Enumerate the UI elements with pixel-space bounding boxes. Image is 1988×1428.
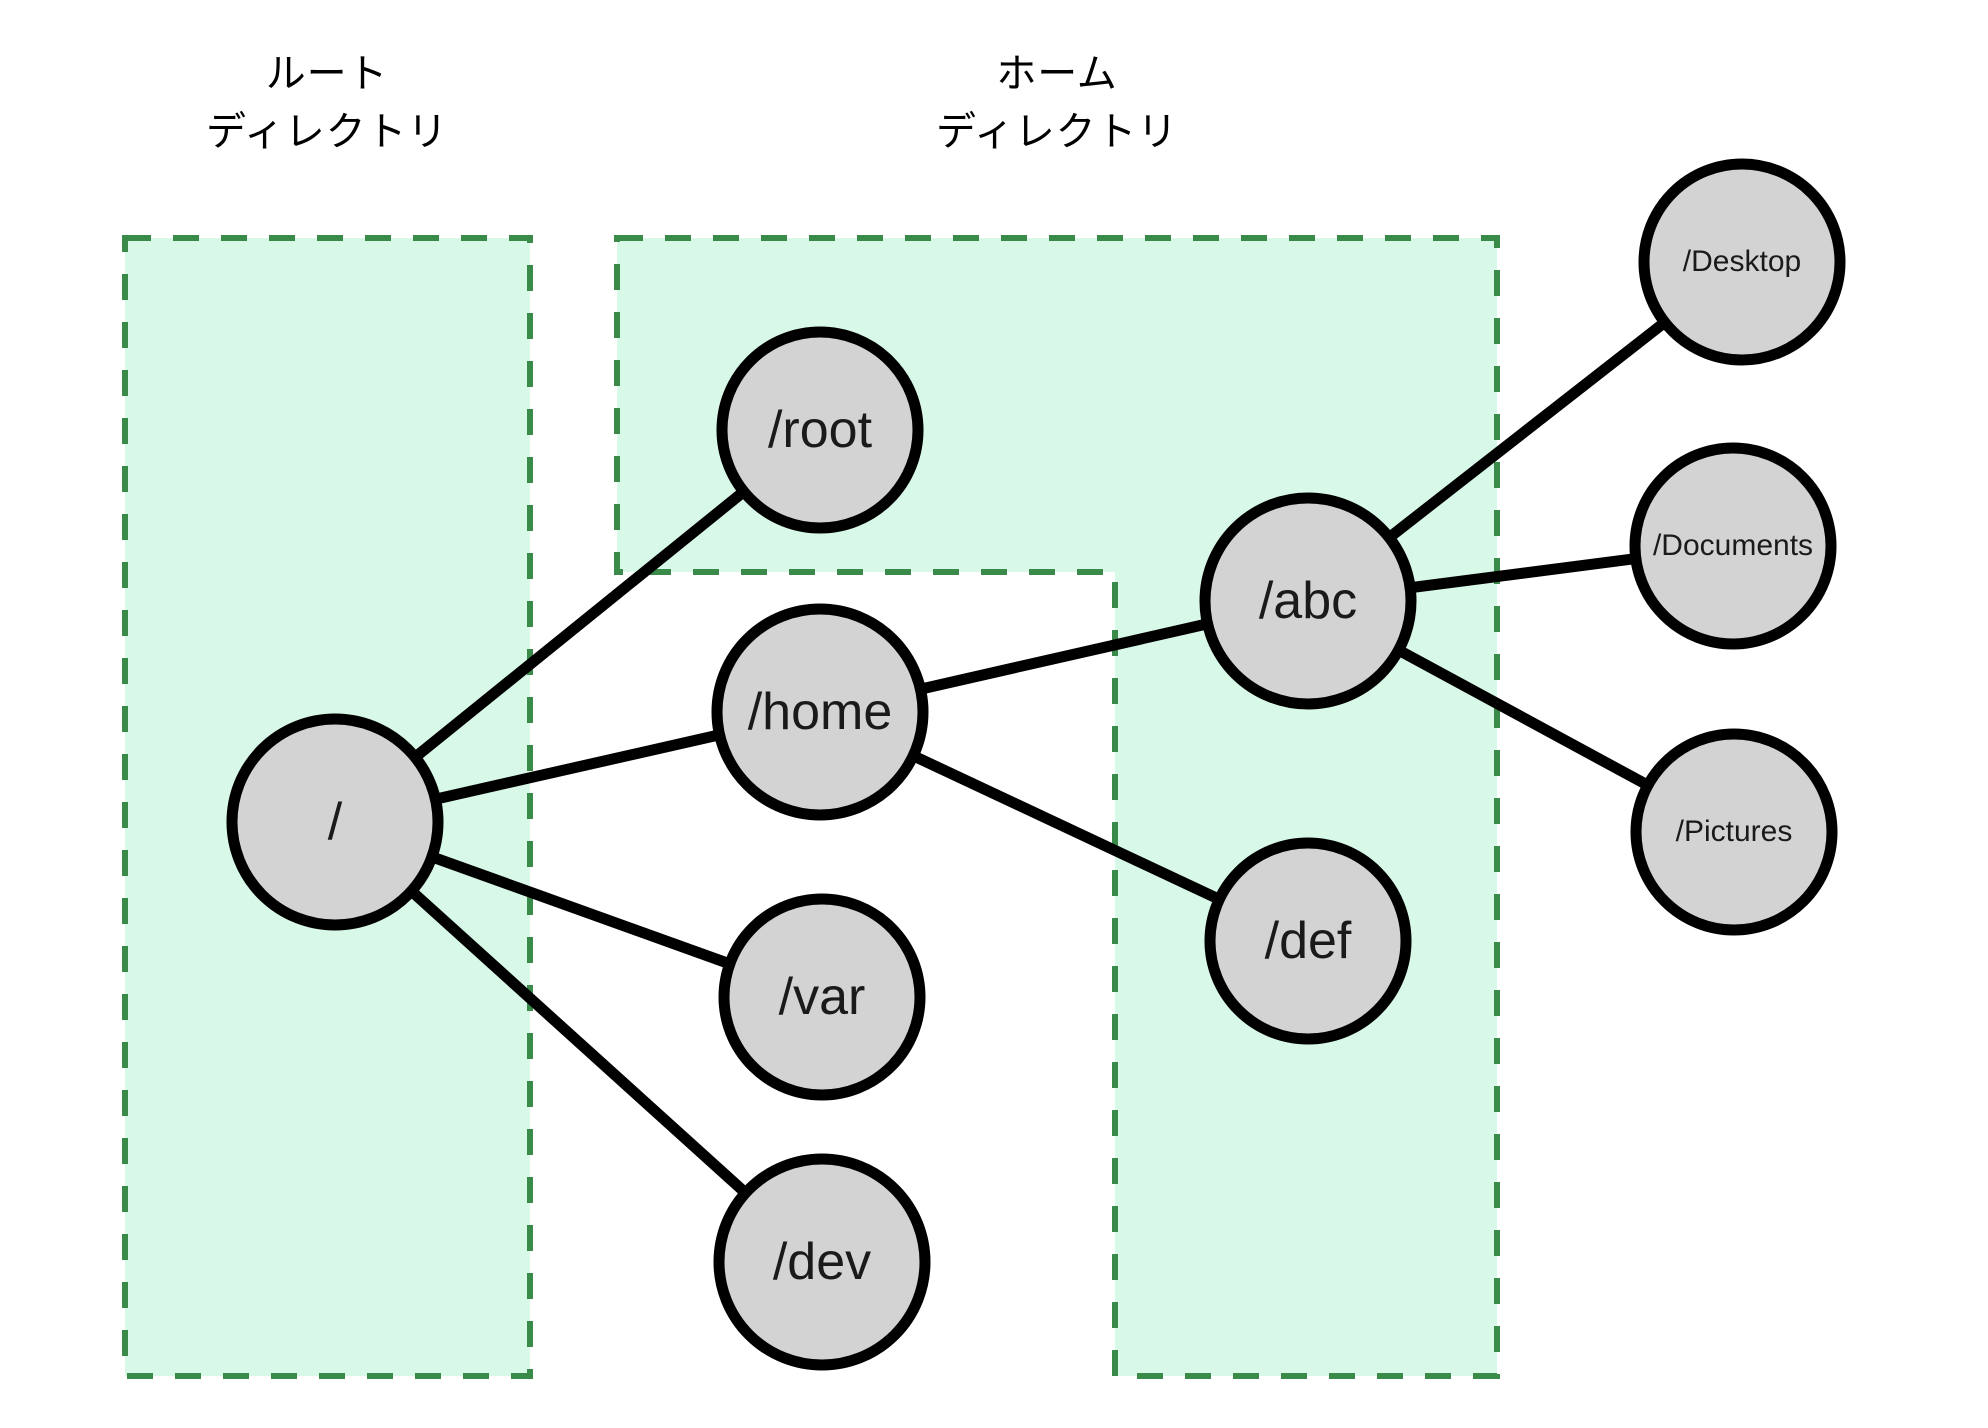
edges-layer [395, 308, 1681, 1208]
edge-root-to-rootdir [399, 477, 760, 772]
node-def[interactable] [1204, 837, 1412, 1045]
root-directory-region-label: ルート ディレクトリ [206, 51, 448, 155]
edge-abc-to-pictures [1381, 637, 1665, 798]
edge-root-to-var [415, 846, 747, 975]
edge-abc-to-desktop [1373, 308, 1681, 552]
node-root[interactable] [716, 326, 924, 534]
edge-root-to-home [418, 725, 737, 809]
node-desktop[interactable] [1638, 158, 1846, 366]
edge-abc-to-documents [1393, 551, 1653, 596]
node-home[interactable] [711, 603, 929, 821]
node-documents[interactable] [1629, 442, 1837, 650]
node-dev[interactable] [713, 1153, 931, 1371]
nodes-layer [226, 158, 1846, 1371]
node-abc[interactable] [1199, 492, 1417, 710]
node-var[interactable] [718, 893, 926, 1101]
home-directory-region-label: ホーム ディレクトリ [936, 51, 1178, 155]
node-pictures[interactable] [1630, 728, 1838, 936]
node-slash[interactable] [226, 713, 444, 931]
edge-root-to-dev [395, 876, 762, 1208]
edge-home-to-def [896, 743, 1237, 912]
edge-home-to-abc [903, 614, 1225, 699]
